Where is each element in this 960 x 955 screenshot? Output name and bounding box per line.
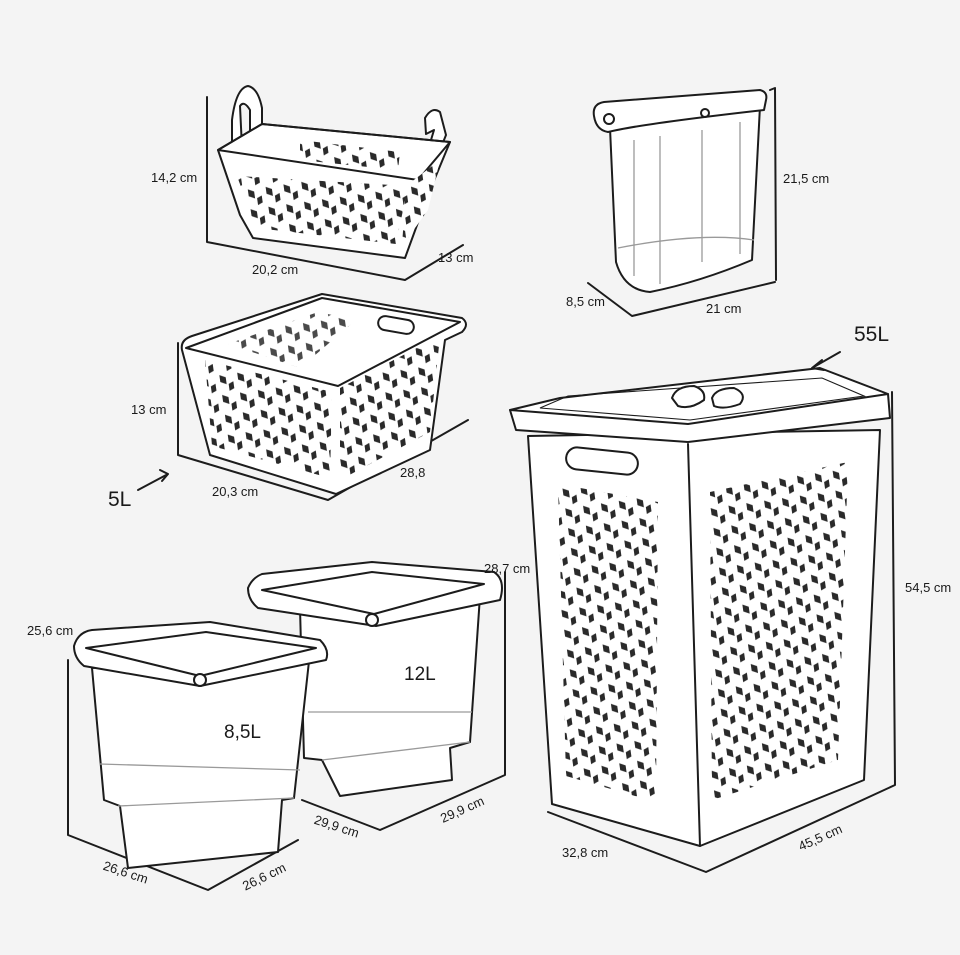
basket-5l-width: 20,3 cm xyxy=(212,484,259,499)
bucket-8-5l-capacity: 8,5L xyxy=(224,722,261,743)
container-rim xyxy=(592,89,768,133)
bucket-8-5l-height: 25,6 cm xyxy=(27,623,74,638)
hamper-depth: 32,8 cm xyxy=(562,845,609,860)
container-width: 21 cm xyxy=(706,301,742,316)
small-handle-basket xyxy=(206,85,464,281)
bucket-12l-capacity: 12L xyxy=(404,664,436,685)
hamper-capacity: 55L xyxy=(854,323,890,346)
bucket-8-5l xyxy=(67,621,329,891)
small-basket-width: 20,2 cm xyxy=(252,262,299,277)
bucket-body xyxy=(91,651,311,869)
container-body xyxy=(609,105,761,293)
handle-left xyxy=(231,85,263,149)
narrow-container xyxy=(587,87,777,317)
bucket-body xyxy=(299,595,481,797)
small-basket-height: 14,2 cm xyxy=(151,170,198,185)
dim-line-small-basket xyxy=(206,96,464,281)
container-height: 21,5 cm xyxy=(783,171,830,186)
dim-line-12l xyxy=(301,571,506,831)
dim-line-height xyxy=(769,87,777,281)
bucket-rim xyxy=(73,621,329,687)
arrow-55l xyxy=(811,351,841,371)
laundry-hamper-55l xyxy=(509,351,896,873)
bucket-12l-height: 28,7 cm xyxy=(484,561,531,576)
bucket-rim xyxy=(247,561,503,627)
basket-5l-height: 13 cm xyxy=(131,402,167,417)
dim-line-base xyxy=(587,281,776,317)
dim-line-hamper xyxy=(547,391,896,873)
bucket-12l xyxy=(247,561,506,831)
basket-5l xyxy=(137,293,469,501)
hamper-height: 54,5 cm xyxy=(905,580,952,595)
arrow-5l xyxy=(137,469,169,491)
basket-5l-capacity: 5L xyxy=(108,488,132,511)
basket-5l-length: 28,8 xyxy=(400,465,426,480)
small-basket-depth: 13 cm xyxy=(438,250,474,265)
container-depth: 8,5 cm xyxy=(566,294,606,309)
